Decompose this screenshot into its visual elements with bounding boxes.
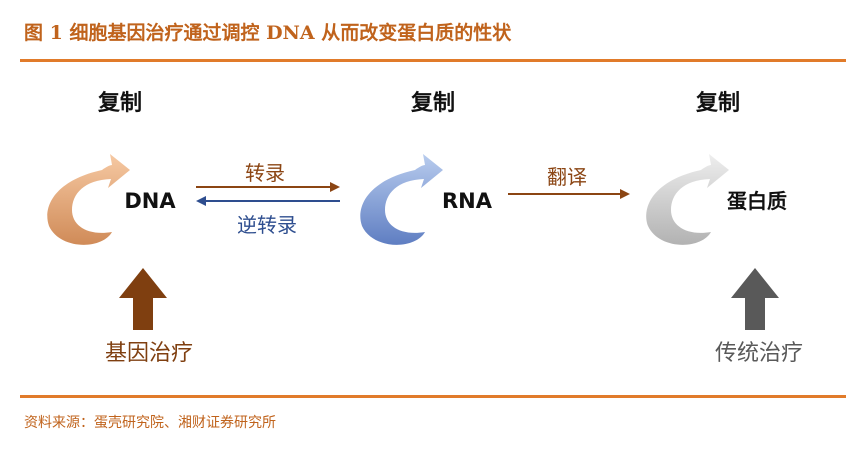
bottom-divider <box>20 395 846 398</box>
protein-label: 蛋白质 <box>727 189 787 213</box>
rna-replication-cycle-icon <box>360 154 443 245</box>
translation-label: 翻译 <box>547 165 587 189</box>
gene-therapy-arrow-icon <box>119 268 167 330</box>
figure-title: 图 1 细胞基因治疗通过调控 DNA 从而改变蛋白质的性状 <box>24 22 512 44</box>
reverse-transcription-label: 逆转录 <box>237 213 297 237</box>
traditional-therapy-arrow-icon <box>731 268 779 330</box>
transcription-arrow <box>196 182 340 192</box>
dna-replication-label: 复制 <box>97 90 142 116</box>
central-dogma-diagram: 复制 DNA 复制 RNA 复制 蛋白质 转录 逆转录 翻译 <box>47 90 803 366</box>
reverse-transcription-arrow <box>196 196 340 206</box>
translation-arrow <box>508 189 630 199</box>
protein-replication-label: 复制 <box>695 90 740 116</box>
dna-label: DNA <box>124 189 176 213</box>
protein-replication-cycle-icon <box>646 154 729 245</box>
transcription-label: 转录 <box>245 161 285 185</box>
rna-label: RNA <box>442 189 493 213</box>
dna-replication-cycle-icon <box>47 154 131 245</box>
gene-therapy-label: 基因治疗 <box>105 341 193 366</box>
source-note: 资料来源：蛋壳研究院、湘财证券研究所 <box>24 415 276 431</box>
rna-replication-label: 复制 <box>410 90 455 116</box>
top-divider <box>20 59 846 62</box>
traditional-therapy-label: 传统治疗 <box>715 341 803 366</box>
